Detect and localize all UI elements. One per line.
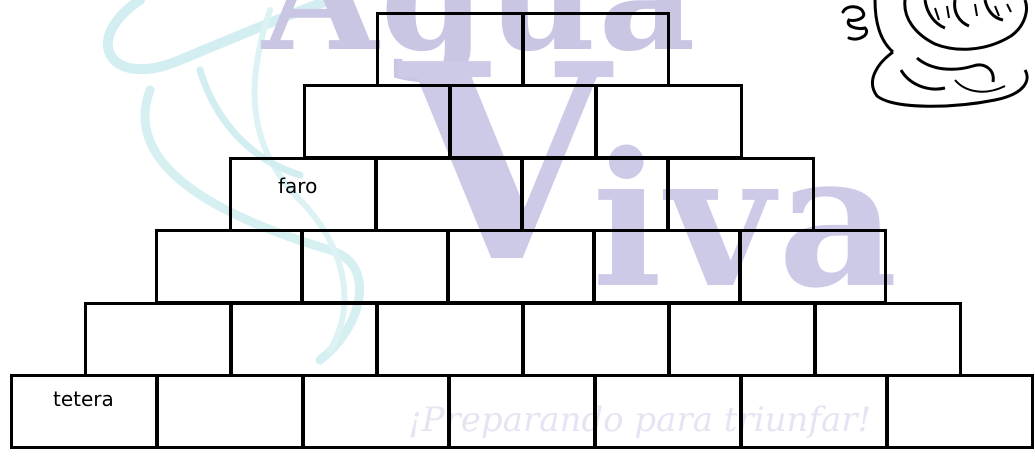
pyramid-brick[interactable] bbox=[593, 229, 741, 304]
pyramid-brick[interactable] bbox=[230, 302, 378, 377]
pyramid-brick[interactable] bbox=[375, 157, 523, 232]
pyramid-brick[interactable] bbox=[595, 84, 743, 159]
pyramid-brick[interactable] bbox=[522, 12, 670, 87]
pyramid-brick[interactable] bbox=[448, 374, 596, 449]
pyramid-brick[interactable] bbox=[155, 229, 303, 304]
pyramid-brick[interactable] bbox=[886, 374, 1034, 449]
pyramid-brick[interactable] bbox=[739, 229, 887, 304]
cartoon-character-icon bbox=[835, 0, 1035, 110]
pyramid-brick[interactable] bbox=[376, 12, 524, 87]
pyramid-brick[interactable]: faro bbox=[229, 157, 377, 232]
brick-label: tetera bbox=[53, 387, 114, 411]
pyramid-brick[interactable] bbox=[740, 374, 888, 449]
pyramid-brick[interactable] bbox=[303, 84, 451, 159]
pyramid-brick[interactable] bbox=[156, 374, 304, 449]
pyramid-brick[interactable] bbox=[521, 157, 669, 232]
pyramid-brick[interactable] bbox=[447, 229, 595, 304]
brick-label: faro bbox=[278, 174, 317, 198]
pyramid-brick[interactable] bbox=[449, 84, 597, 159]
pyramid-brick[interactable] bbox=[522, 302, 670, 377]
pyramid-brick[interactable] bbox=[301, 229, 449, 304]
pyramid-brick[interactable] bbox=[668, 302, 816, 377]
pyramid-brick[interactable] bbox=[302, 374, 450, 449]
pyramid-brick[interactable] bbox=[594, 374, 742, 449]
pyramid-brick[interactable]: tetera bbox=[10, 374, 158, 449]
pyramid-brick[interactable] bbox=[376, 302, 524, 377]
pyramid-brick[interactable] bbox=[84, 302, 232, 377]
pyramid-brick[interactable] bbox=[814, 302, 962, 377]
pyramid-brick[interactable] bbox=[667, 157, 815, 232]
